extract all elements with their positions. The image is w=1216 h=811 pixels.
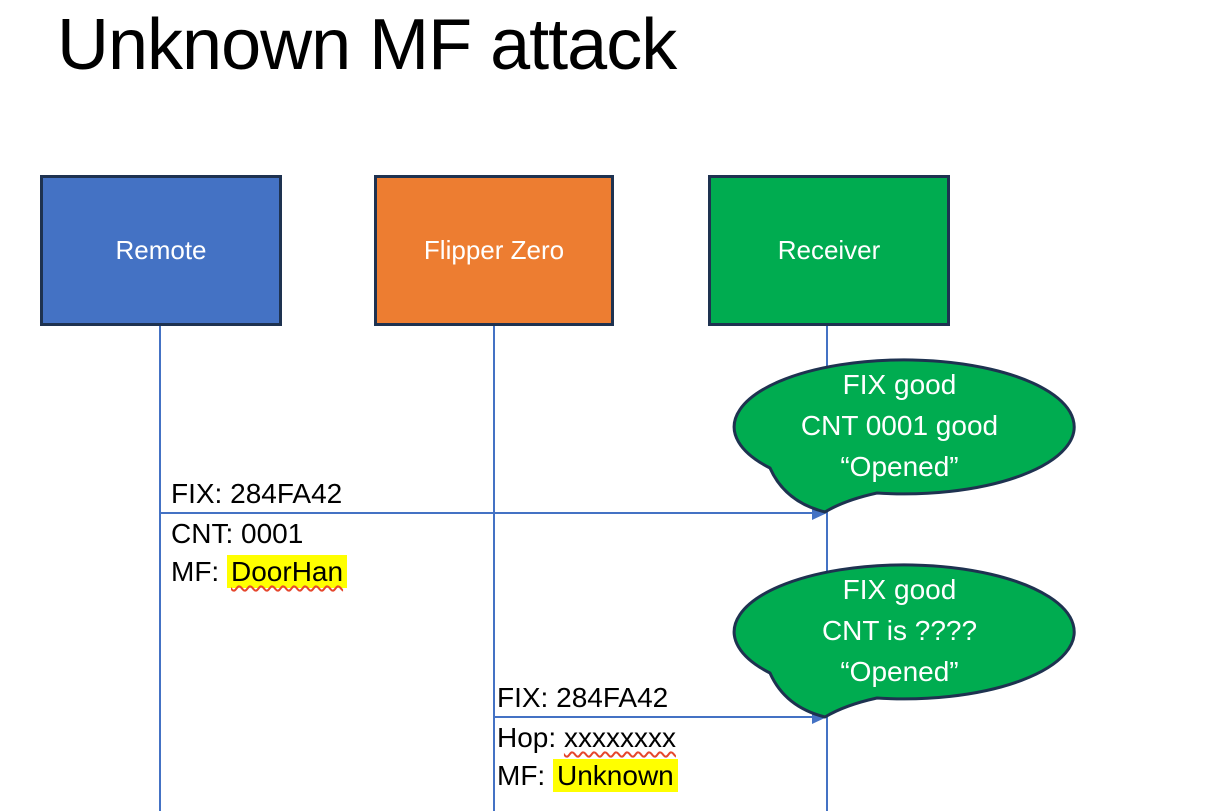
message1-mf-value-highlighted: DoorHan [227, 555, 348, 588]
callout-line: CNT is ???? [821, 615, 978, 646]
message-arrow-remote-to-receiver [160, 512, 815, 514]
callout-line: CNT 0001 good [800, 410, 999, 441]
actor-box-remote: Remote [40, 175, 282, 326]
message1-cnt-label: CNT: 0001 [171, 518, 304, 549]
message2-hop-prefix: Hop: [497, 722, 564, 753]
message1-mf-prefix: MF: [171, 556, 227, 587]
callout-bubble-shape [732, 563, 1076, 719]
callout-text-2: FIX good CNT is ???? “Opened” [723, 569, 1076, 692]
message2-fix-label: FIX: 284FA42 [497, 682, 669, 713]
lifeline-flipper-zero [493, 326, 495, 811]
message2-hop-value: xxxxxxxx [563, 722, 676, 753]
actor-box-receiver: Receiver [708, 175, 950, 326]
lifeline-remote [159, 326, 161, 811]
lifeline-receiver [826, 326, 828, 811]
callout-line: “Opened” [840, 451, 959, 482]
actor-box-flipper-zero: Flipper Zero [374, 175, 614, 326]
callout-line: FIX good [842, 574, 957, 605]
callout-text-1: FIX good CNT 0001 good “Opened” [723, 364, 1076, 487]
callout-line: FIX good [842, 369, 957, 400]
message2-mf-label: MF: Unknown [497, 759, 678, 792]
message1-fix-label: FIX: 284FA42 [171, 478, 343, 509]
callout-line: “Opened” [840, 656, 959, 687]
message2-mf-value-highlighted: Unknown [553, 759, 678, 792]
actor-label-flipper-zero: Flipper Zero [423, 235, 565, 265]
message2-mf-prefix: MF: [497, 760, 553, 791]
message-arrow-flipper-to-receiver [494, 716, 815, 718]
slide-title: Unknown MF attack [57, 5, 677, 85]
callout-bubble-receiver-1 [732, 358, 1076, 514]
message1-mf-label: MF: DoorHan [171, 555, 348, 588]
actor-label-receiver: Receiver [777, 235, 881, 265]
callout-bubble-shape [732, 358, 1076, 514]
callout-bubble-receiver-2 [732, 563, 1076, 719]
actor-label-remote: Remote [115, 235, 207, 265]
message2-hop-label: Hop: xxxxxxxx [497, 722, 676, 754]
